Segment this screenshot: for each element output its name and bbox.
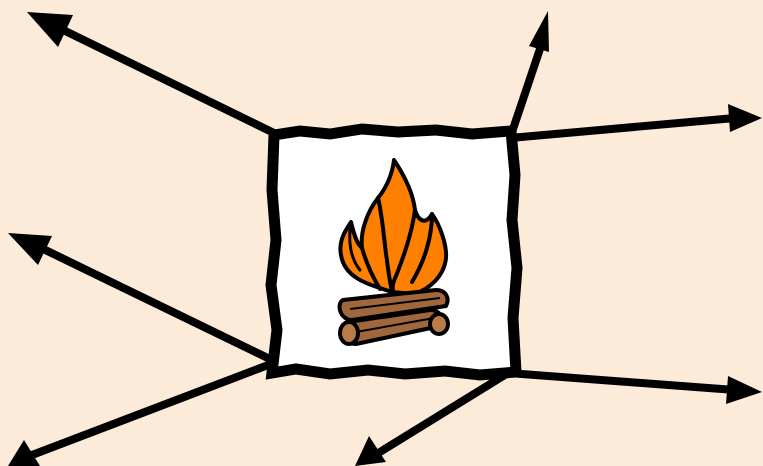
campfire-diagram [0,0,763,466]
diagram-canvas [0,0,763,466]
